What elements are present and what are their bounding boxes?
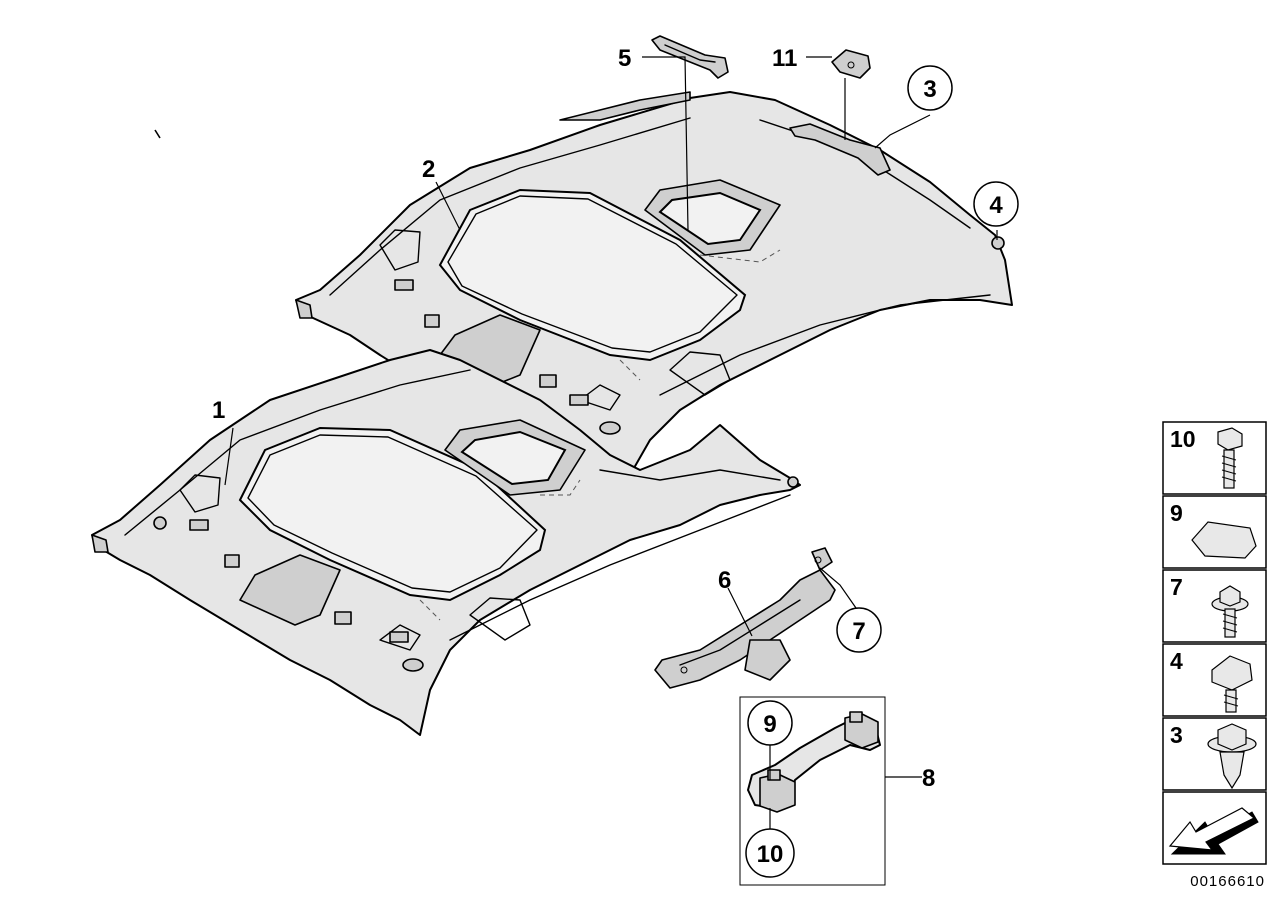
callout-5: 5: [618, 45, 631, 72]
callout-6: 6: [718, 567, 731, 594]
part-6-bracket[interactable]: [654, 547, 836, 689]
legend-3-label: 3: [1170, 722, 1183, 748]
callout-4-label: 4: [989, 192, 1003, 219]
clip-icon: [1207, 723, 1257, 790]
part-11-cover[interactable]: [831, 49, 871, 79]
callout-9: 9: [747, 700, 793, 746]
callout-8-label: 8: [922, 765, 935, 792]
callout-2: 2: [422, 156, 435, 183]
callout-11: 11: [772, 45, 797, 72]
headliner-lower[interactable]: [91, 349, 801, 736]
hex-screw-icon: [1217, 427, 1243, 489]
diagram-reference-number: 00166610: [1190, 873, 1265, 890]
part-8-box: [739, 696, 886, 886]
legend-10-label: 10: [1170, 426, 1196, 452]
callout-10-label: 10: [757, 841, 784, 868]
callout-1-label: 1: [212, 397, 225, 424]
callout-10: 10: [745, 828, 795, 878]
legend-9-label: 9: [1170, 500, 1183, 526]
legend-panel: 10 9 7 4 3: [1162, 421, 1267, 865]
callout-6-label: 6: [718, 567, 731, 594]
callout-2-label: 2: [422, 156, 435, 183]
callout-1: 1: [212, 397, 225, 424]
callout-7-label: 7: [852, 618, 865, 645]
legend-7-label: 7: [1170, 574, 1183, 600]
callout-3: 3: [907, 65, 953, 111]
callout-11-label: 11: [772, 45, 797, 72]
washer-screw-icon: [1211, 655, 1253, 713]
callout-7: 7: [836, 607, 882, 653]
callout-5-label: 5: [618, 45, 631, 72]
part-5-bracket[interactable]: [651, 35, 729, 79]
callout-3-label: 3: [923, 76, 936, 103]
pad-icon: [1191, 521, 1257, 559]
callout-9-label: 9: [763, 711, 776, 738]
flange-screw-icon: [1211, 585, 1249, 638]
legend-4-label: 4: [1170, 648, 1183, 674]
callout-4: 4: [973, 181, 1019, 227]
view-direction-arrow-icon: [1168, 807, 1259, 855]
callout-8: 8: [922, 765, 935, 792]
part-8-grab-handle[interactable]: [747, 711, 881, 813]
